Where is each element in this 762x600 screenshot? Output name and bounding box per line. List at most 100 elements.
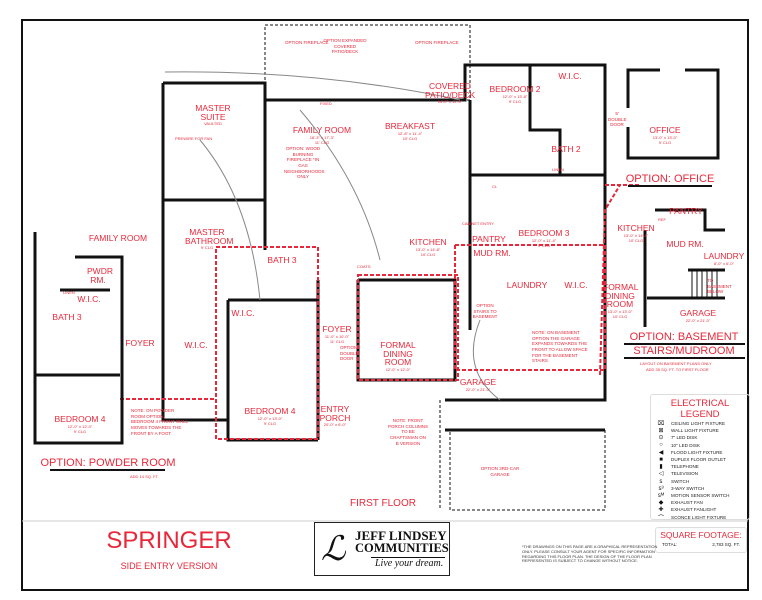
room-dims: 18'-3" x 17'-3" (309, 134, 335, 140)
wall-light-icon: ⊠ (658, 428, 664, 435)
legend-label: 7" LED DISK (671, 435, 698, 441)
pr-foyer-label: FOYER (125, 338, 155, 348)
legend-label: TELEVISION (671, 471, 699, 477)
bed3-wic-label: W.I.C. (564, 280, 588, 290)
linen-label: LINEN (552, 167, 564, 172)
logo-tagline: Live your dream. (371, 557, 445, 569)
option-basement-layout-note: LAYOUT ON BASEMENT PLANS ONLY (640, 361, 712, 366)
legend-item: ⌒SCONCE LIGHT FIXTURE (655, 513, 749, 522)
plan-title: SPRINGER (106, 527, 232, 554)
door-swings (164, 71, 501, 401)
television-icon: ◁ (658, 471, 664, 478)
room-dims: 12'-0" x 12'-0" (67, 423, 93, 429)
room-name: KITCHEN (409, 237, 447, 247)
total-label: TOTAL: (662, 542, 678, 547)
pr-linen-label: LINEN (63, 290, 75, 295)
room-dims: 13'-0" x 13'-0" (607, 308, 633, 314)
prewire-fan-note: PREWIRE FOR FAN (175, 136, 213, 141)
option-office-heading: OPTION: OFFICE (625, 173, 715, 185)
room-name: BEDROOM 4 (54, 414, 106, 424)
fireplace-option-note: OPTION: WOOD BURNING FIREPLACE *IN GAS N… (284, 146, 325, 180)
bed4-wic-label: W.I.C. (231, 308, 255, 318)
room-ceiling: 11' CLG (329, 338, 345, 344)
duplex-outlet-icon: ■ (659, 456, 663, 463)
legend-label: EXHAUST FAN (671, 500, 703, 506)
ceiling-light-icon: ⌧ (657, 421, 665, 428)
pr-wic-label: W.I.C. (77, 294, 101, 304)
legend-label: WALL LIGHT FIXTURE (671, 428, 719, 434)
room-ceiling: 10' CLG (420, 251, 436, 257)
pantry-label: PANTRY (472, 234, 506, 244)
floor-label: FIRST FLOOR (350, 498, 416, 509)
room-dims: 12'-0" x 12'-0" (385, 366, 411, 372)
legend-item: ✚EXHAUST FANLIGHT (655, 506, 749, 513)
option-fireplace-right-label: OPTION FIREPLACE (415, 40, 459, 45)
powder-room-note: NOTE: ON POWDER ROOM OPTION, BEDROOM 4 F… (131, 408, 188, 436)
bath-2-label: BATH 2 (551, 144, 581, 154)
legend-label: EXHAUST FANLIGHT (671, 507, 717, 513)
coats-label: COATS (357, 264, 371, 269)
telephone-icon: ▮ (659, 464, 663, 471)
closet-label: CL (492, 184, 498, 189)
room-ceiling: VAULTED (204, 121, 222, 126)
option-outlines-red (120, 184, 640, 440)
option-basement-heading-1: OPTION: BASEMENT (629, 331, 739, 343)
legend-label: 10" LED DISK (671, 442, 700, 448)
room-name: FORMAL DINING ROOM (603, 282, 639, 309)
flood-light-icon: ◀ (658, 449, 664, 456)
room-ceiling: 9' CLG (508, 98, 522, 104)
logo-line-2: COMMUNITIES (355, 541, 449, 555)
basement-inset-walls (643, 208, 725, 327)
legend-label: TELEPHONE (671, 464, 699, 470)
pr-family-room-label: FAMILY ROOM (88, 233, 148, 243)
option-fireplace-left-label: OPTION FIREPLACE (285, 40, 329, 45)
room-dims: 22'-0" x 21'-0" (685, 317, 711, 323)
option-stairs-label: OPTION STAIRS TO BASEMENT (472, 303, 498, 320)
legend-item: ⊠ WALL LIGHT FIXTURE (655, 427, 749, 434)
room-name: FOYER (322, 324, 352, 334)
option-3rd-car-garage-label: OPTION 3RD-CAR GARAGE (480, 466, 520, 477)
disclaimer: *THE DRAWINGS ON THIS PAGE ARE A GRAPHIC… (522, 544, 658, 564)
room-name: MASTER BATHROOM (185, 227, 234, 246)
sconce-icon: ⌒ (657, 515, 664, 522)
room-dims: 20'-0" x 6'-0" (323, 422, 347, 427)
3-way-switch-icon: ꜱ³ (658, 485, 664, 492)
motion-switch-icon: ꜱᴹ (657, 492, 665, 499)
legend-label: MOTION SENSOR SWITCH (671, 492, 730, 498)
legend-label: CEILING LIGHT FIXTURE (671, 421, 726, 427)
room-name: FORMAL DINING ROOM (380, 340, 416, 367)
room-ceiling: 10' CLG (612, 313, 628, 319)
room-dims: 13'-0" x 14'-8" (415, 246, 441, 252)
square-footage-title: SQUARE FOOTAGE: (660, 530, 742, 540)
sheet-border (21, 19, 749, 591)
room-name: FAMILY ROOM (292, 125, 352, 135)
option-basement-sqft-note: ADD 35 SQ. FT. TO FIRST FLOOR (646, 367, 709, 372)
legend-item: ■DUPLEX FLOOR OUTLET (655, 456, 749, 463)
room-name: BEDROOM 2 (489, 84, 541, 94)
room-dims: 22'-0" x 21'-0" (465, 386, 491, 392)
led-disk-7-icon: ⊙ (658, 435, 664, 442)
bath-3-label: BATH 3 (267, 255, 297, 265)
room-name: COVERED PATIO/DECK (425, 81, 476, 100)
legend-item: ⊙ 7" LED DISK (655, 434, 749, 441)
room-dims: 11'-0" x 10'-0" (324, 333, 350, 339)
pr-powder-room-label: PWDR RM. (87, 266, 113, 285)
bs-ref-label: REF (658, 217, 666, 222)
mud-room-label: MUD RM. (473, 248, 511, 258)
room-name: KITCHEN (617, 223, 655, 233)
powder-room-inset-walls (33, 232, 124, 445)
